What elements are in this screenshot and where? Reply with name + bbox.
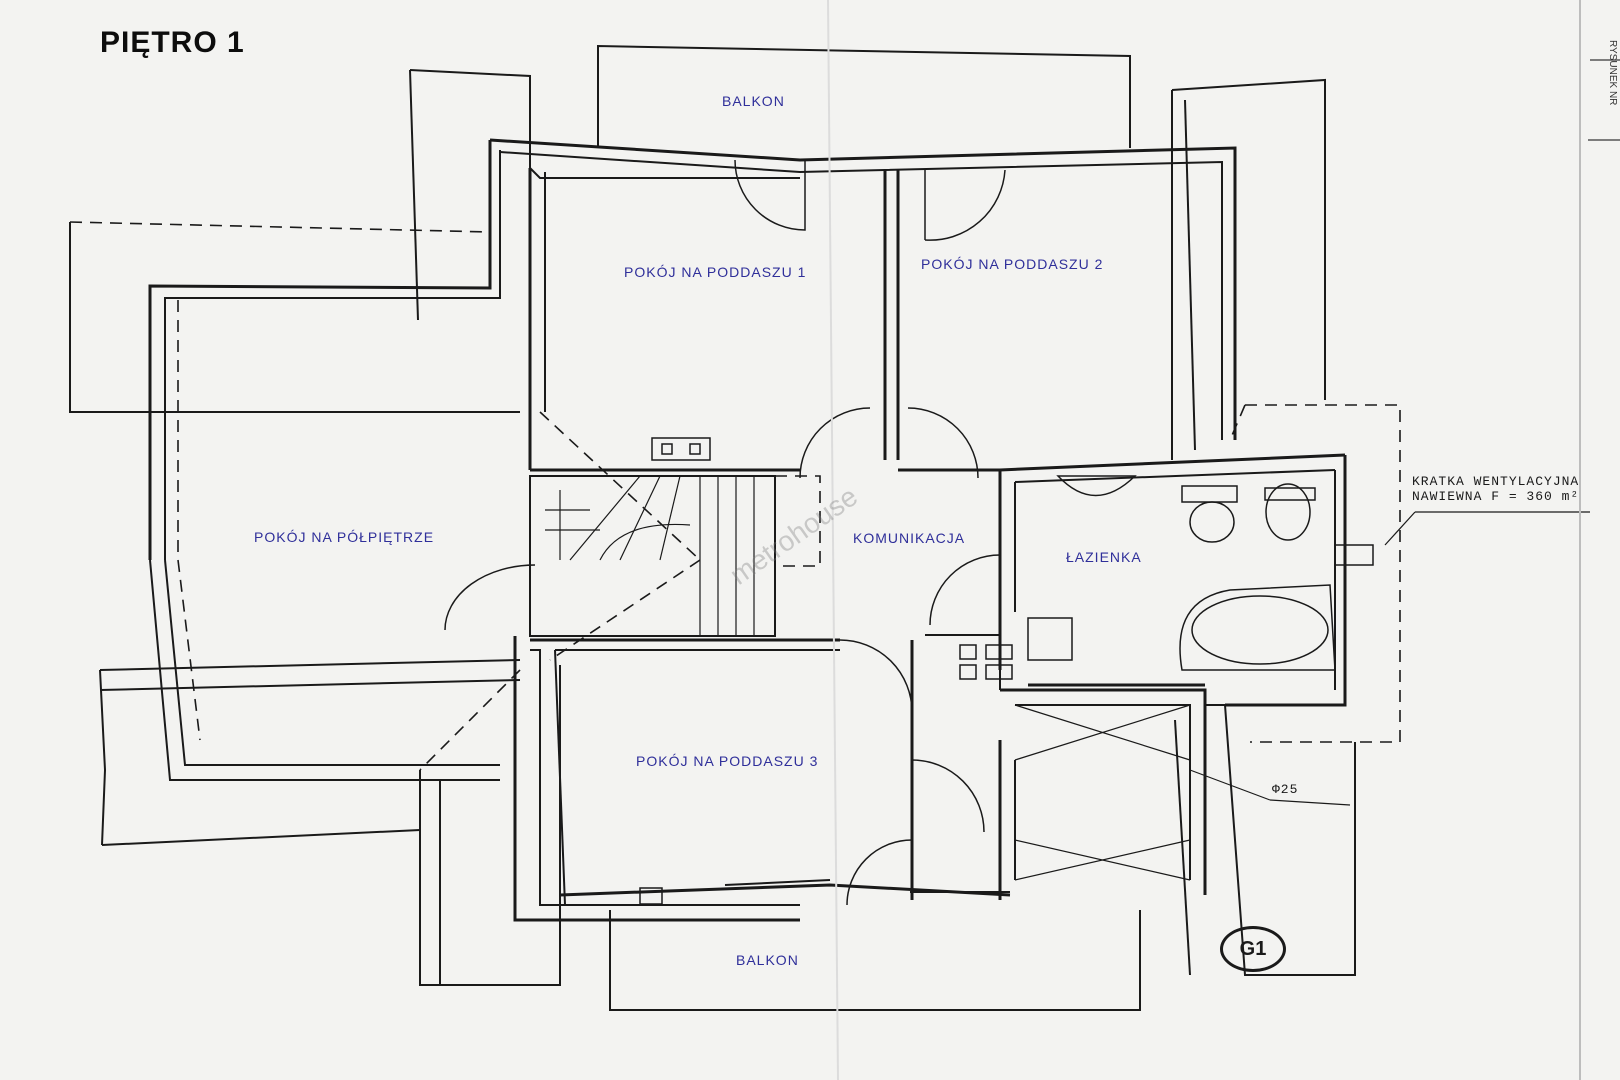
ventilation-note: KRATKA WENTYLACYJNA NAWIEWNA F = 360 m² — [1412, 474, 1579, 504]
room-lazienka: ŁAZIENKA — [1066, 549, 1142, 565]
door-pokoj3-lower — [911, 759, 985, 833]
pipe-note: Φ25 — [1272, 782, 1299, 797]
room-balkon-top: BALKON — [722, 93, 785, 109]
door-pokoj3 — [839, 639, 913, 713]
top-wall-outer — [489, 138, 1237, 440]
room-polpietrze: POKÓJ NA PÓŁPIĘTRZE — [254, 529, 435, 545]
toilet-2 — [1265, 483, 1311, 541]
room-balkon-bottom: BALKON — [736, 952, 799, 968]
edge-text: RYSUNEK NR — [1607, 40, 1618, 106]
room-pokoj-1: POKÓJ NA PODDASZU 1 — [624, 264, 807, 280]
room-pokoj-2: POKÓJ NA PODDASZU 2 — [921, 256, 1104, 272]
room-komunikacja: KOMUNIKACJA — [853, 530, 966, 546]
toilet-1 — [1189, 501, 1235, 543]
sink — [1056, 475, 1137, 497]
exterior-wall-outer — [148, 140, 492, 560]
door-lazienka — [929, 554, 1001, 626]
door-pokoj3-bottom — [846, 839, 913, 906]
door-pokoj1 — [734, 159, 806, 231]
door-hall-left — [799, 407, 871, 479]
room-pokoj-3: POKÓJ NA PODDASZU 3 — [636, 753, 819, 769]
door-pokoj2 — [924, 169, 1006, 241]
roof-left-dashed — [69, 221, 491, 233]
roof-left-outline — [69, 222, 520, 413]
door-hall-right — [907, 407, 979, 479]
balcony-bottom-outline — [609, 910, 1141, 1011]
door-stair — [444, 564, 536, 631]
drawing-badge: G1 — [1220, 926, 1286, 972]
bathtub — [1179, 584, 1336, 671]
left-rect-outline — [409, 69, 531, 400]
ventilation-note-line2: NAWIEWNA F = 360 m² — [1412, 489, 1580, 504]
balcony-top-outline — [597, 44, 1131, 148]
paper-fold — [827, 0, 839, 1080]
ventilation-note-line1: KRATKA WENTYLACYJNA — [1412, 474, 1580, 489]
floor-title: PIĘTRO 1 — [100, 26, 245, 59]
washing-machine — [1181, 485, 1238, 503]
